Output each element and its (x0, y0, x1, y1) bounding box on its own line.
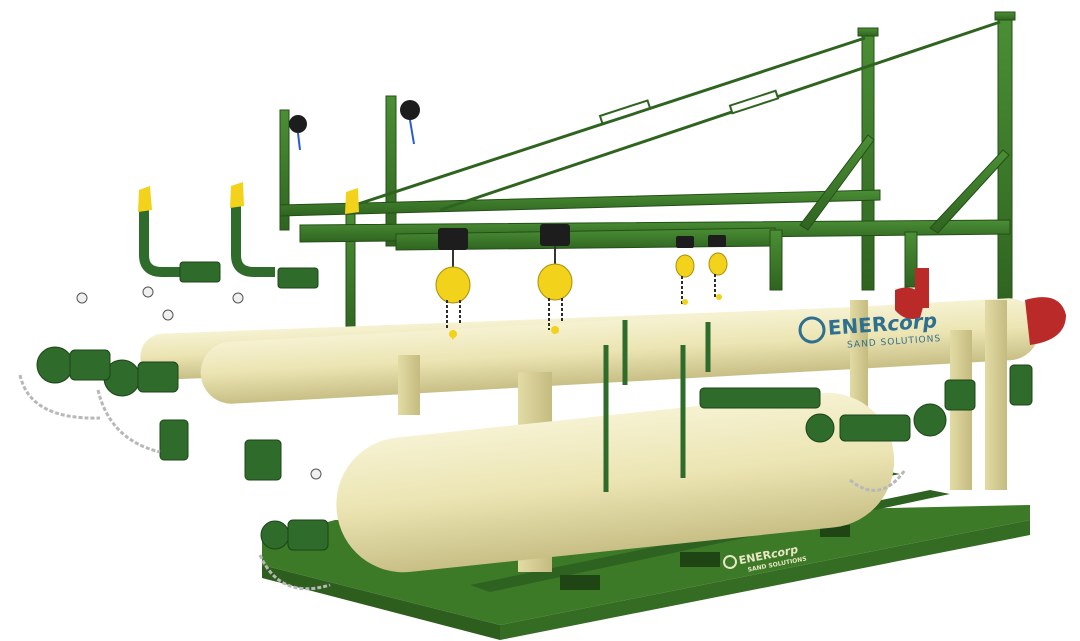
brand-name-part2: corp (770, 543, 799, 561)
forklift-pocket (560, 575, 600, 590)
brand-name-part2: corp (886, 308, 937, 335)
hoist-frame (279, 11, 1016, 341)
chain-hoist-icon (435, 224, 728, 340)
lower-vessel (336, 392, 895, 573)
drop-rods (603, 320, 711, 492)
brand-mark-icon (723, 555, 737, 569)
pressure-gauge-icon (76, 286, 322, 480)
brand-mark-icon (798, 316, 826, 344)
vent-stacks (138, 182, 359, 277)
brand-name-part1: ENER (827, 312, 888, 340)
valve-icon (36, 261, 1033, 551)
forklift-pocket (680, 552, 720, 567)
svg-text:ENERcorp: ENERcorp (738, 543, 800, 567)
svg-text:ENERcorp: ENERcorp (827, 308, 938, 340)
safety-chains (18, 374, 907, 591)
brand-logo-vessel: ENERcorp SAND SOLUTIONS (798, 308, 941, 351)
turnbuckles (598, 89, 780, 125)
guy-cables (354, 20, 1001, 212)
cable-reel-icon (289, 100, 420, 151)
brand-name-part1: ENER (738, 548, 773, 567)
flange-icon (895, 268, 1066, 345)
